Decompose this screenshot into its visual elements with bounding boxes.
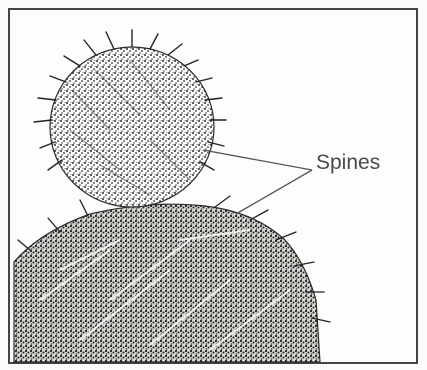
- cactus-head: [50, 47, 214, 207]
- cactus-body: [14, 204, 320, 362]
- spines-label: Spines: [316, 152, 380, 173]
- leader-line-upper: [203, 150, 312, 170]
- leader-line-lower: [236, 170, 312, 214]
